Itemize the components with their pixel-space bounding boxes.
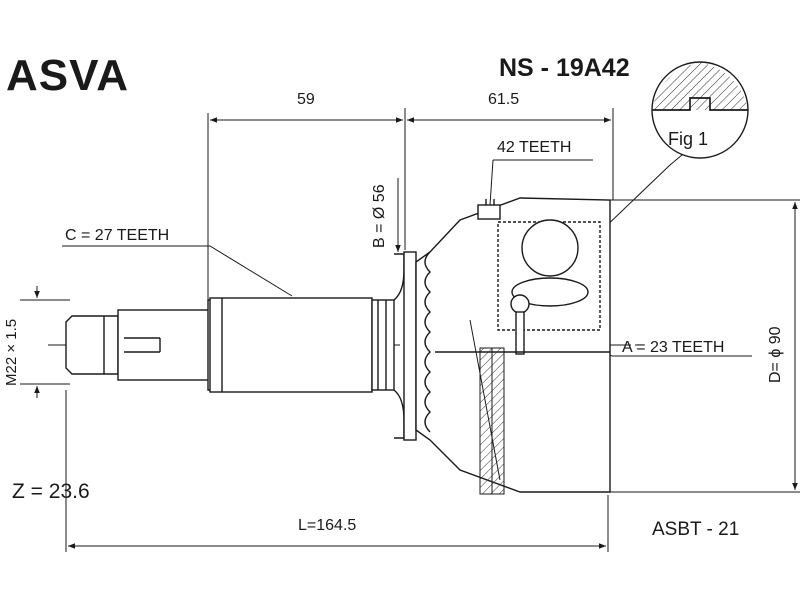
thread-label: M22 × 1.5: [3, 318, 20, 386]
dimension-lines: [34, 117, 798, 549]
shaft: [65, 253, 405, 439]
bell-housing: [403, 197, 611, 493]
fig1-detail: [651, 61, 749, 159]
d-diameter-label: D= ϕ 90: [767, 326, 784, 383]
part-number: NS - 19A42: [499, 54, 630, 82]
b-diameter-label: B = Ø 56: [371, 184, 388, 248]
z-value: Z = 23.6: [12, 480, 90, 503]
extension-lines: [20, 108, 800, 552]
c-teeth-label: C = 27 TEETH: [65, 227, 170, 244]
abs-ring: [479, 347, 505, 495]
outer-teeth-label: 42 TEETH: [497, 139, 572, 156]
dim-59-label: 59: [297, 91, 315, 108]
reference-code: ASBT - 21: [652, 519, 740, 540]
fig1-label: Fig 1: [668, 129, 709, 149]
brand-logo: ASVA: [6, 51, 129, 100]
a-teeth-label: A = 23 TEETH: [622, 339, 725, 356]
dim-61-5-label: 61.5: [488, 91, 520, 108]
length-label: L=164.5: [298, 517, 357, 534]
